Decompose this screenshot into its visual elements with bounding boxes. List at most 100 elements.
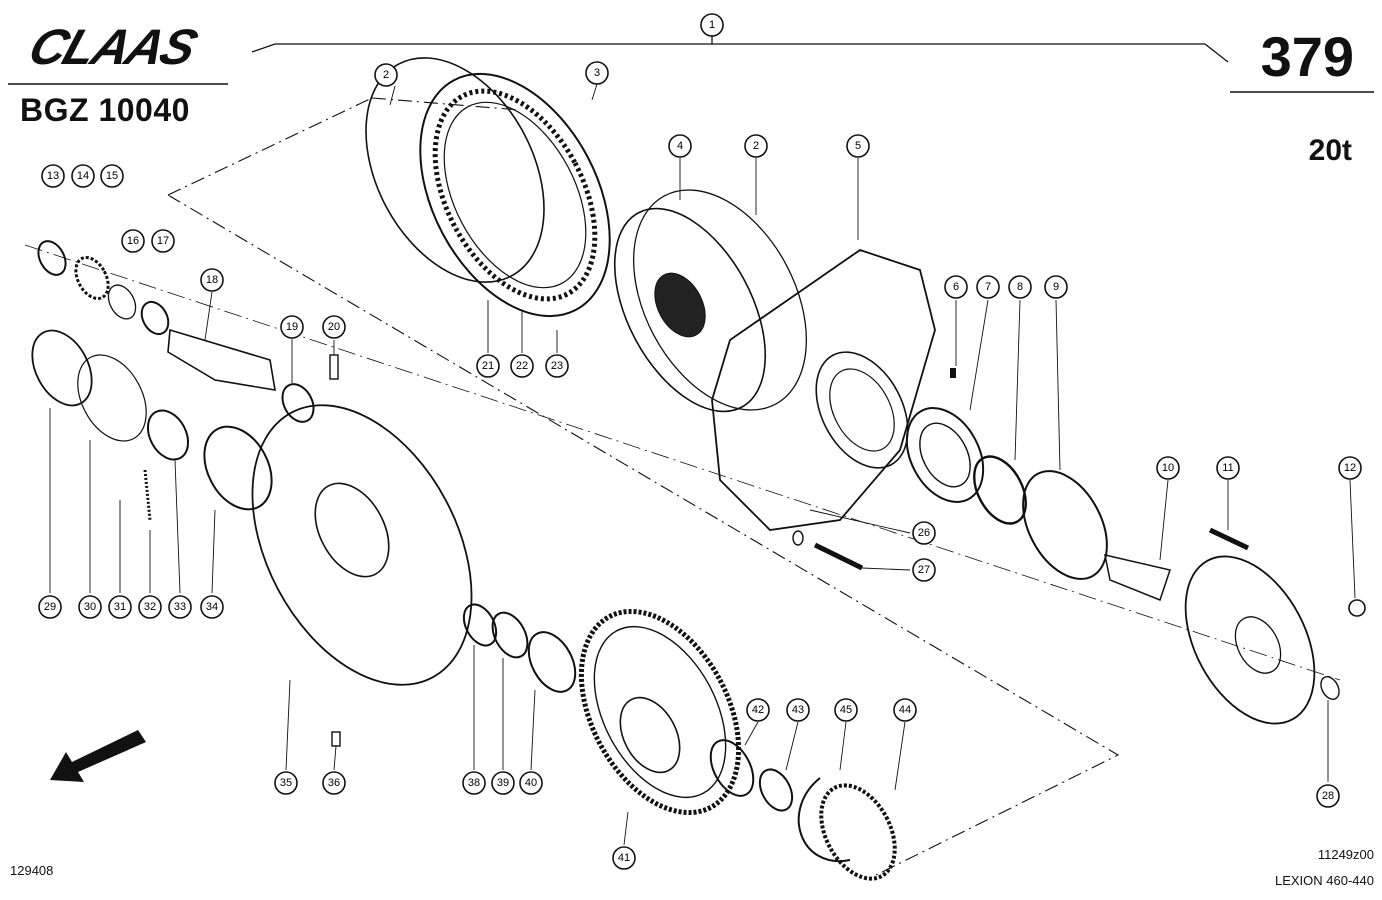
spur-gear-part-41 [578,608,742,816]
svg-text:26: 26 [918,527,930,539]
svg-text:12: 12 [1344,462,1356,474]
ring-part-9 [1022,470,1108,580]
svg-text:14: 14 [77,170,89,182]
callout-32: 32 [138,595,162,619]
callout-43: 43 [786,698,810,722]
gasket-part-30 [77,354,147,442]
seal-part-13 [37,240,67,276]
breather-part-20 [329,354,339,380]
callout-7: 7 [976,275,1000,299]
svg-text:16: 16 [127,235,139,247]
svg-text:20: 20 [328,321,340,333]
weight-class: 20t [1308,134,1352,167]
svg-text:22: 22 [516,360,528,372]
washer-part-26 [792,530,804,546]
callout-38: 38 [462,771,486,795]
bearing-part-34 [203,425,273,511]
model-code: BGZ 10040 [20,92,190,128]
arrow-down-left-icon [50,730,146,782]
svg-text:6: 6 [953,281,959,293]
svg-text:7: 7 [985,281,991,293]
callout-34: 34 [200,595,224,619]
cover-housing-part [251,404,473,686]
callout-2: 2 [744,134,768,158]
callout-41: 41 [612,846,636,870]
circlip-part-45 [797,777,851,863]
callout-33: 33 [168,595,192,619]
svg-text:19: 19 [286,321,298,333]
callout-4: 4 [668,134,692,158]
bearing-part-19 [281,383,315,423]
machine-series: LEXION 460-440 [1274,873,1374,888]
callout-3: 3 [585,61,609,85]
svg-text:8: 8 [1017,281,1023,293]
callout-26: 26 [912,521,936,545]
svg-text:21: 21 [482,360,494,372]
svg-text:5: 5 [855,140,861,152]
svg-text:28: 28 [1322,790,1334,802]
leader-lines [49,83,1356,846]
svg-text:31: 31 [114,601,126,613]
ring-part-39 [491,611,529,659]
gear-part-44 [819,783,897,881]
svg-text:39: 39 [497,777,509,789]
gear-part-15 [74,255,110,301]
svg-text:17: 17 [157,235,169,247]
bolt-part-11 [1208,527,1250,551]
svg-text:9: 9 [1053,281,1059,293]
svg-text:40: 40 [525,777,537,789]
callout-5: 5 [846,134,870,158]
callout-20: 20 [322,315,346,339]
svg-text:44: 44 [899,704,911,716]
ring-part-8 [973,455,1027,525]
callout-1: 1 [700,13,724,37]
callout-10: 10 [1156,456,1180,480]
callout-45: 45 [834,698,858,722]
svg-text:33: 33 [174,601,186,613]
callout-14: 14 [71,164,95,188]
svg-text:41: 41 [618,852,630,864]
ring-part-16 [107,284,137,320]
flange-shaft-part [1104,554,1316,725]
bearing-part-40 [527,631,577,693]
svg-text:11: 11 [1222,462,1233,474]
callout-23: 23 [545,354,569,378]
pin-part-31 [143,469,152,521]
callout-group: 1 2 3 4 2 5 6 7 8 9 10 11 12 13 14 15 16… [38,13,1362,870]
svg-text:29: 29 [44,601,56,613]
callout-15: 15 [100,164,124,188]
plug-part-6 [950,368,956,378]
callout-11: 11 [1216,456,1240,480]
svg-text:2: 2 [753,140,759,152]
callout-28: 28 [1316,784,1340,808]
callout-35: 35 [274,771,298,795]
callout-36: 36 [322,771,346,795]
callout-17: 17 [151,229,175,253]
callout-13: 13 [41,164,65,188]
svg-text:13: 13 [47,170,59,182]
svg-text:3: 3 [594,67,600,79]
svg-text:43: 43 [792,704,804,716]
callout-9: 9 [1044,275,1068,299]
svg-text:18: 18 [206,274,218,286]
svg-text:23: 23 [551,360,563,372]
svg-text:45: 45 [840,704,852,716]
callout-40: 40 [519,771,543,795]
bolt-part-27 [813,542,864,571]
svg-text:35: 35 [280,777,292,789]
callout-21: 21 [476,354,500,378]
ring-part-43 [758,768,794,812]
bearing-part-42 [709,739,755,797]
svg-text:36: 36 [328,777,340,789]
svg-text:38: 38 [468,777,480,789]
callout-2: 2 [374,63,398,87]
svg-text:10: 10 [1162,462,1174,474]
planet-carrier-part [613,189,807,413]
callout-22: 22 [510,354,534,378]
callout-29: 29 [38,595,62,619]
drawing-id: 11249z00 [1317,847,1374,862]
callout-27: 27 [912,558,936,582]
svg-text:32: 32 [144,601,156,613]
